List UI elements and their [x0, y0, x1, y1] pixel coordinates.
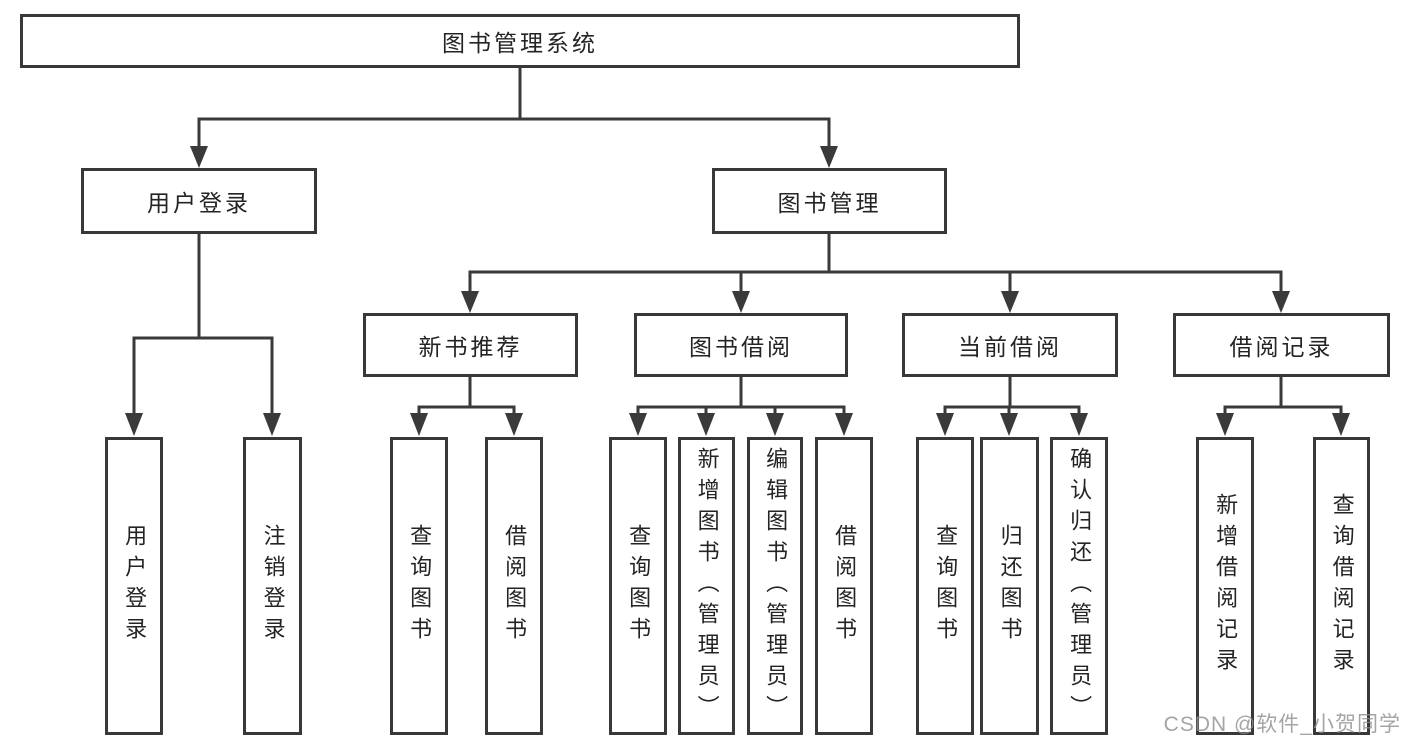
- connector-current-to-leaves: [936, 377, 1088, 436]
- leaf-user-login: 用户登录: [105, 437, 163, 735]
- leaf-borrow-borrow-book: 借阅图书: [815, 437, 873, 735]
- node-library-system: 图书管理系统: [20, 14, 1020, 68]
- connector-records-to-leaves: [1216, 377, 1350, 436]
- leaf-recommend-borrow-book: 借阅图书: [485, 437, 543, 735]
- connector-bookmgmt-to-level3: [461, 233, 1290, 313]
- node-new-book-recommend: 新书推荐: [363, 313, 578, 377]
- leaf-recommend-query-book: 查询图书: [390, 437, 448, 735]
- connector-recommend-to-leaves: [410, 377, 523, 436]
- leaf-current-query-book: 查询图书: [916, 437, 974, 735]
- node-current-borrow: 当前借阅: [902, 313, 1118, 377]
- node-user-login: 用户登录: [81, 168, 317, 234]
- leaf-borrow-query-book: 查询图书: [609, 437, 667, 735]
- connector-userlogin-to-leaves: [125, 233, 281, 436]
- node-book-borrow: 图书借阅: [634, 313, 848, 377]
- leaf-records-query-record: 查询借阅记录: [1313, 437, 1370, 735]
- leaf-borrow-add-book-admin: 新增图书（管理员）: [678, 437, 735, 735]
- connector-borrow-to-leaves: [629, 377, 853, 436]
- leaf-current-return-book: 归还图书: [980, 437, 1039, 735]
- leaf-borrow-edit-book-admin: 编辑图书（管理员）: [747, 437, 803, 735]
- connector-root-to-level2: [190, 68, 838, 168]
- csdn-watermark: CSDN @软件_小贺同学: [1163, 713, 1401, 736]
- leaf-logout: 注销登录: [243, 437, 302, 735]
- leaf-current-confirm-return-admin: 确认归还（管理员）: [1050, 437, 1108, 735]
- node-book-management: 图书管理: [712, 168, 947, 234]
- leaf-records-add-record: 新增借阅记录: [1196, 437, 1254, 735]
- node-borrow-records: 借阅记录: [1173, 313, 1390, 377]
